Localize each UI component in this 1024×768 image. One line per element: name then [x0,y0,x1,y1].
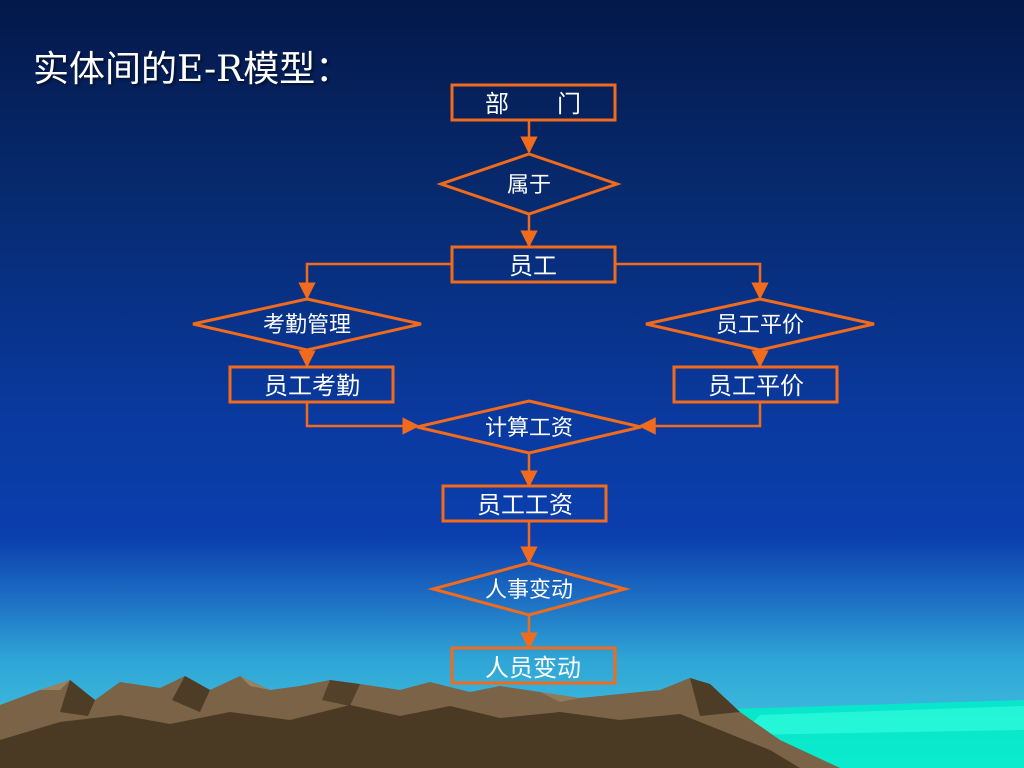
edge-employee-to-evaluation-rel [615,262,769,300]
relationship-employee-evaluation-diamond [645,297,875,352]
relationship-calculate-salary-label: 计算工资 [485,416,573,441]
slide-title: 实体间的E-R模型： [33,49,352,90]
entity-employee-evaluation-label: 员工平价 [708,372,804,400]
entity-employee-label: 员工 [509,252,557,280]
entity-personnel-change-box [450,646,617,685]
mountain-range [0,676,840,768]
relationship-personnel-change-label: 人事变动 [485,578,573,603]
sea-highlight [740,706,1024,735]
edge-employee-to-attendance-mgmt [298,262,452,300]
entity-employee-box [450,245,617,284]
entity-employee-salary-box [441,484,608,523]
entity-personnel-change-label: 人员变动 [485,654,581,682]
edge-evaluation-to-calculate [638,402,762,435]
relationship-belongs-to-diamond [436,152,622,216]
entity-employee-attendance-label: 员工考勤 [264,372,360,400]
relationship-belongs-to-label: 属于 [507,173,551,198]
entity-employee-attendance-box [228,365,395,404]
relationship-calculate-salary-diamond [416,399,642,455]
relationship-attendance-mgmt-label: 考勤管理 [263,313,351,338]
entity-employee-evaluation-box [672,365,839,404]
entity-department-box [450,83,617,122]
relationship-employee-evaluation-label: 员工平价 [716,313,804,338]
relationship-attendance-mgmt-diamond [192,297,422,352]
entity-employee-salary-label: 员工工资 [477,491,573,519]
relationship-personnel-change-diamond [427,561,631,617]
edge-attendance-to-calculate [305,402,420,435]
entity-department-label: 部 门 [485,90,581,118]
